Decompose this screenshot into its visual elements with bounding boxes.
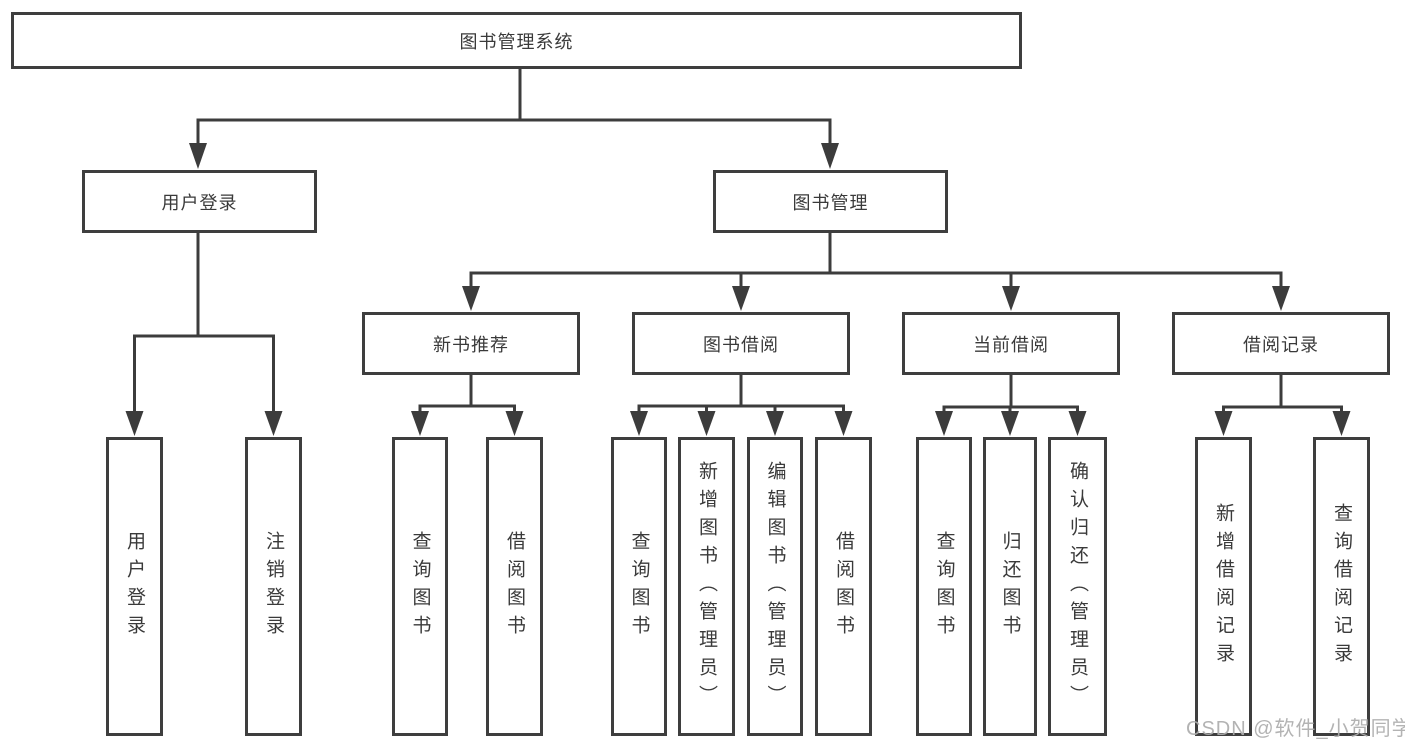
node-label: 图书管理: [792, 192, 869, 213]
leaf-user-login: 用户登录: [106, 437, 163, 736]
node-user-login: 用户登录: [82, 170, 317, 233]
node-label: 新书推荐: [433, 334, 509, 355]
leaf-label: 编辑图书（管理员）: [764, 460, 786, 713]
leaf-label: 查询借阅记录: [1331, 502, 1352, 671]
leaf-confirm-return-admin: 确认归还（管理员）: [1048, 437, 1107, 736]
leaf-label: 查询图书: [409, 530, 431, 643]
leaf-label: 确认归还（管理员）: [1067, 460, 1088, 713]
leaf-label: 用户登录: [124, 530, 145, 643]
node-label: 图书管理系统: [459, 31, 574, 52]
leaf-borrow-books-borrow: 借阅图书: [815, 437, 872, 736]
leaf-query-books-borrow: 查询图书: [611, 437, 667, 736]
node-book-management: 图书管理: [713, 170, 948, 233]
leaf-edit-book-admin: 编辑图书（管理员）: [747, 437, 803, 736]
leaf-label: 借阅图书: [504, 530, 525, 643]
node-current-borrow: 当前借阅: [902, 312, 1120, 375]
leaf-add-borrow-record: 新增借阅记录: [1195, 437, 1252, 736]
csdn-watermark: CSDN @软件_小贺同学: [1186, 718, 1405, 740]
leaf-borrow-books-recommend: 借阅图书: [486, 437, 543, 736]
leaf-label: 查询图书: [933, 530, 955, 643]
leaf-label: 查询图书: [628, 530, 650, 643]
node-new-book-recommend: 新书推荐: [362, 312, 580, 375]
leaf-label: 新增图书（管理员）: [696, 460, 717, 713]
leaf-label: 新增借阅记录: [1213, 502, 1234, 671]
node-library-management-system: 图书管理系统: [11, 12, 1022, 69]
leaf-query-books-current: 查询图书: [916, 437, 972, 736]
leaf-query-books-recommend: 查询图书: [392, 437, 448, 736]
leaf-add-book-admin: 新增图书（管理员）: [678, 437, 735, 736]
node-label: 当前借阅: [973, 334, 1049, 355]
leaf-query-borrow-record: 查询借阅记录: [1313, 437, 1370, 736]
node-label: 借阅记录: [1243, 334, 1319, 355]
leaf-label: 归还图书: [999, 530, 1021, 643]
leaf-return-book: 归还图书: [983, 437, 1037, 736]
leaf-logout: 注销登录: [245, 437, 302, 736]
node-book-borrow: 图书借阅: [632, 312, 850, 375]
leaf-label: 借阅图书: [833, 530, 854, 643]
node-label: 用户登录: [161, 192, 238, 213]
node-label: 图书借阅: [703, 334, 779, 355]
leaf-label: 注销登录: [263, 530, 284, 643]
arrowheads: [125, 143, 1351, 436]
node-borrow-records: 借阅记录: [1172, 312, 1390, 375]
